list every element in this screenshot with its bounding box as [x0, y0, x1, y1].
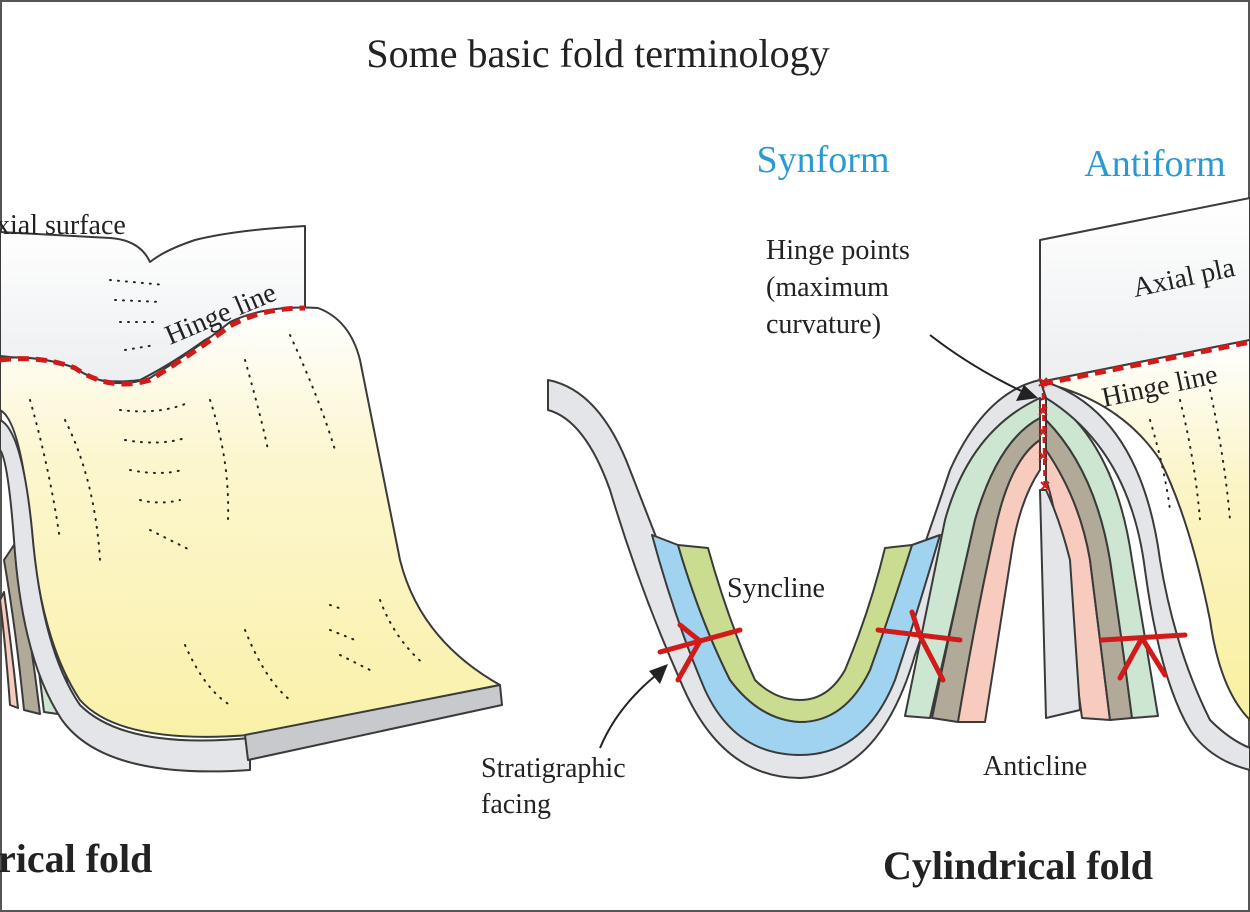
left-dots-17 — [329, 604, 346, 611]
left-dots-14 — [289, 334, 336, 451]
figure-title: Some basic fold terminology — [366, 31, 829, 76]
syncline-label: Syncline — [727, 573, 825, 604]
left-dots-1 — [109, 279, 166, 286]
synform-label: Synform — [757, 139, 890, 181]
left-dots-2 — [114, 299, 163, 303]
facing-arrow — [599, 671, 661, 749]
stratigraphic-facing-label-2: facing — [481, 789, 551, 820]
right-dots-1 — [1149, 419, 1171, 511]
left-dots-15 — [184, 644, 231, 706]
right-layer-pink-core — [957, 439, 1041, 723]
left-dots-9 — [129, 469, 183, 474]
right-axial-plane — [1039, 197, 1250, 383]
left-layer-pink — [0, 591, 19, 709]
left-dots-11 — [149, 529, 191, 551]
stratigraphic-facing-label-1: Stratigraphic — [481, 753, 626, 784]
hinge-points-arrowhead — [1016, 385, 1038, 401]
facing-arrowhead — [649, 664, 668, 684]
left-hinge-line — [0, 305, 306, 387]
left-fold-caption: rical fold — [0, 836, 152, 881]
right-axial-plane-lower — [1039, 489, 1081, 719]
right-layer-grey-limb — [1039, 379, 1250, 771]
right-fold-block: Synform Antiform Hinge points (maximum c… — [481, 139, 1250, 888]
facing-symbol-anticline — [1099, 632, 1188, 681]
hinge-point-marks — [1038, 377, 1050, 491]
hinge-points-label-3: curvature) — [766, 309, 881, 340]
left-dots-6 — [64, 419, 101, 561]
left-dots-5 — [29, 399, 61, 541]
right-antiform-surface — [1039, 339, 1250, 721]
right-dots-3 — [1209, 389, 1231, 521]
left-dots-19 — [339, 654, 371, 671]
right-fold-caption: Cylindrical fold — [883, 843, 1153, 888]
left-dots-8 — [124, 437, 186, 444]
left-dots-4 — [124, 344, 156, 351]
right-hinge-points — [1041, 381, 1047, 491]
left-dots-16 — [244, 629, 291, 701]
antiform-label: Antiform — [1084, 143, 1225, 185]
left-fold-surface — [0, 306, 501, 738]
right-layer-green — [677, 544, 913, 723]
facing-symbol-syncline-right — [875, 609, 963, 683]
hinge-points-arrow — [929, 334, 1031, 396]
left-fold-base-front — [244, 684, 503, 761]
facing-symbol-syncline-left — [657, 622, 743, 683]
anticline-label: Anticline — [983, 751, 1087, 782]
left-dots-20 — [379, 599, 426, 666]
left-fold-block: xial surface Hinge line rical fold — [0, 210, 503, 881]
left-dots-7 — [119, 401, 191, 413]
hinge-points-label-1: Hinge points — [766, 235, 910, 266]
hinge-points-label-2: (maximum — [766, 272, 889, 303]
left-axial-surface-label: xial surface — [0, 210, 126, 241]
